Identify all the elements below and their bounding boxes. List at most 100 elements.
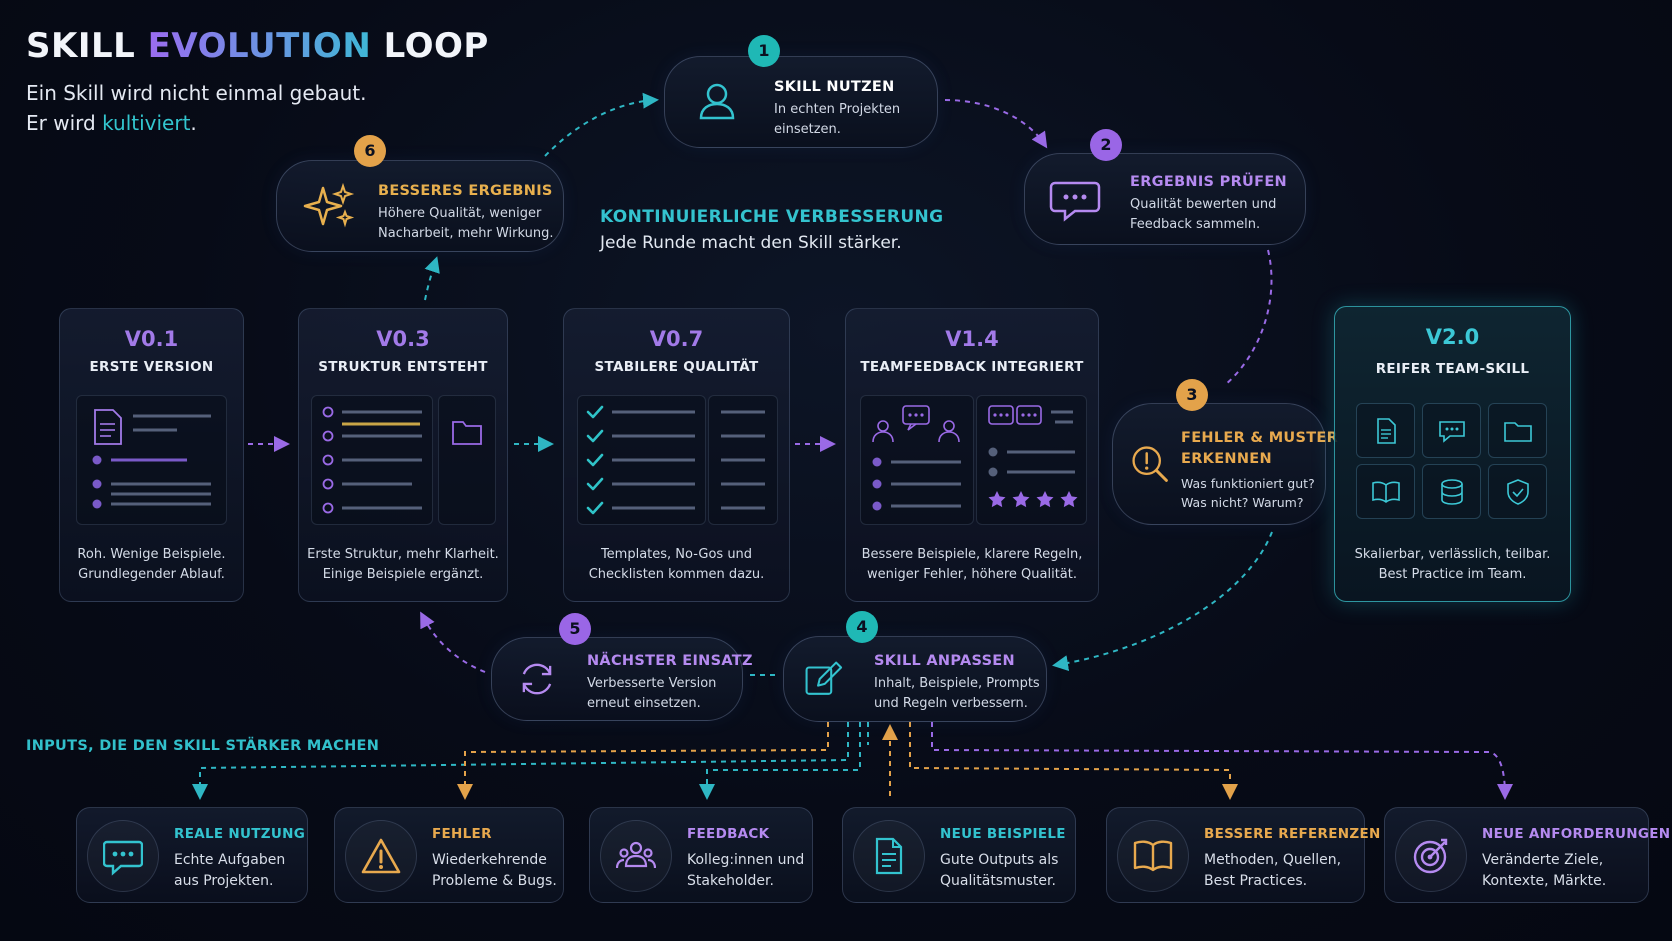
arrow-v03-to-6 [424,256,440,301]
version-name: STABILERE QUALITÄT [594,359,759,375]
input-desc-line: Veränderte Ziele, [1482,852,1604,868]
step-desc: In echten Projekten einsetzen. [774,100,900,140]
step-desc-line: Höhere Qualität, weniger [378,206,542,221]
step-desc-line: Was funktioniert gut? [1181,476,1315,491]
step-4-skill-anpassen[interactable]: SKILL ANPASSEN Inhalt, Beispiele, Prompt… [783,636,1047,722]
version-preview-rating [976,395,1087,525]
arrow-input-5 [909,722,1238,800]
document-preview-icon [92,409,211,509]
database-icon [1441,479,1463,505]
input-title: REALE NUTZUNG [174,826,306,842]
step-3-fehler-muster-erkennen[interactable]: FEHLER & MUSTER ERKENNEN Was funktionier… [1112,403,1338,525]
step-6-besseres-ergebnis[interactable]: BESSERES ERGEBNIS Höhere Qualität, wenig… [276,160,564,252]
users-icon [616,841,656,869]
step-desc: Was funktioniert gut? Was nicht? Warum? [1181,474,1315,512]
version-desc-line: Einige Beispiele ergänzt. [322,567,484,582]
step-desc-line: Verbesserte Version [587,676,717,691]
version-desc: Templates, No-Gos und Checklisten kommen… [564,545,789,585]
edit-icon [805,661,843,695]
input-desc-line: Probleme & Bugs. [432,873,557,889]
version-desc-line: Roh. Wenige Beispiele. [77,547,226,562]
grid-cell-book [1356,464,1415,519]
version-card-v20[interactable]: V2.0 REIFER TEAM-SKILL Skalierbar, verlä… [1334,306,1571,602]
version-card-v14[interactable]: V1.4 TEAMFEEDBACK INTEGRIERT [845,308,1099,602]
version-desc-line: weniger Fehler, höhere Qualität. [866,567,1077,582]
version-desc-line: Grundlegender Ablauf. [78,567,225,582]
version-card-v01[interactable]: V0.1 ERSTE VERSION Roh. Wenige Beispiele… [59,308,244,602]
folder-icon [452,421,482,445]
step-badge-4: 4 [846,611,878,643]
input-desc-line: Best Practices. [1204,873,1308,889]
input-desc-line: Gute Outputs als [940,852,1059,868]
step-title-line: ERKENNEN [1181,451,1272,467]
page-subtitle: Ein Skill wird nicht einmal gebaut. Er w… [26,78,367,138]
version-desc-line: Templates, No-Gos und [600,547,753,562]
step-badge-3: 3 [1176,379,1208,411]
step-5-naechster-einsatz[interactable]: NÄCHSTER EINSATZ Verbesserte Version ern… [491,637,752,721]
warning-icon [361,838,401,874]
version-card-v03[interactable]: V0.3 STRUKTUR ENTSTEHT Erste Struktur, m… [298,308,508,602]
version-desc: Roh. Wenige Beispiele. Grundlegender Abl… [60,545,243,585]
step-title: SKILL NUTZEN [774,79,895,95]
step-1-skill-nutzen[interactable]: SKILL NUTZEN In echten Projekten einsetz… [664,56,938,148]
title-part-2: EVOLUTION [147,26,372,66]
arrow-input-1 [192,722,849,800]
chat-icon [1049,181,1101,222]
chat-bubble-icon [103,840,143,876]
team-feedback-icon [872,405,961,511]
grid-cell-document [1356,403,1415,458]
step-title: FEHLER & MUSTER ERKENNEN [1181,428,1338,470]
step-desc: Qualität bewerten und Feedback sammeln. [1130,195,1276,235]
shield-check-icon [1507,479,1529,505]
version-card-v07[interactable]: V0.7 STABILERE QUALITÄT Templates, No-Go… [563,308,790,602]
version-preview [76,395,227,525]
step-desc: Verbesserte Version erneut einsetzen. [587,674,716,714]
grid-cell-shield [1488,464,1547,519]
version-desc-line: Erste Struktur, mehr Klarheit. [307,547,499,562]
input-card-bessere-referenzen[interactable]: BESSERE REFERENZEN Methoden, Quellen, Bes… [1106,807,1380,903]
input-desc-line: Methoden, Quellen, [1204,852,1342,868]
folder-icon [1504,422,1532,442]
version-preview-list [311,395,433,525]
step-desc-line: und Regeln verbessern. [874,696,1028,711]
input-desc-line: Wiederkehrende [432,852,547,868]
step-desc-line: Was nicht? Warum? [1181,495,1304,510]
step-desc-line: In echten Projekten [774,102,901,117]
grid-cell-folder [1488,403,1547,458]
step-title: ERGEBNIS PRÜFEN [1130,174,1287,190]
input-desc: Methoden, Quellen, Best Practices. [1204,850,1341,892]
chat-icon [1439,421,1465,443]
step-desc-line: Nacharbeit, mehr Wirkung. [378,226,554,241]
user-icon [699,83,735,120]
input-card-neue-anforderungen[interactable]: NEUE ANFORDERUNGEN Veränderte Ziele,Kont… [1384,807,1670,903]
step-title: NÄCHSTER EINSATZ [587,653,753,669]
version-name: REIFER TEAM-SKILL [1375,361,1530,377]
step-badge-6: 6 [354,135,386,167]
input-title: FEHLER [432,826,492,842]
checklist-icon [586,405,695,515]
step-2-ergebnis-pruefen[interactable]: ERGEBNIS PRÜFEN Qualität bewerten und Fe… [1024,153,1306,245]
inputs-section-title: INPUTS, DIE DEN SKILL STÄRKER MACHEN [26,738,380,754]
version-desc: Skalierbar, verlässlich, teilbar. Best P… [1335,545,1570,585]
center-subtitle: Jede Runde macht den Skill stärker. [600,233,902,253]
input-title: BESSERE REFERENZEN [1204,826,1381,842]
step-desc-line: erneut einsetzen. [587,696,701,711]
input-desc-line: Stakeholder. [687,873,774,889]
book-icon [1372,481,1400,503]
input-desc: Veränderte Ziele,Kontexte, Märkte. [1482,850,1606,892]
version-label: V0.3 [376,327,430,351]
lines-preview-icon [721,410,765,510]
step-desc: Höhere Qualität, weniger Nacharbeit, meh… [378,204,554,244]
input-icon-ring [1395,820,1467,892]
title-part-3: LOOP [383,26,489,66]
version-preview-folder [438,395,496,525]
version-desc: Erste Struktur, mehr Klarheit. Einige Be… [299,545,507,585]
input-desc-line: Echte Aufgaben [174,852,286,868]
arrow-input-6 [931,722,1513,800]
